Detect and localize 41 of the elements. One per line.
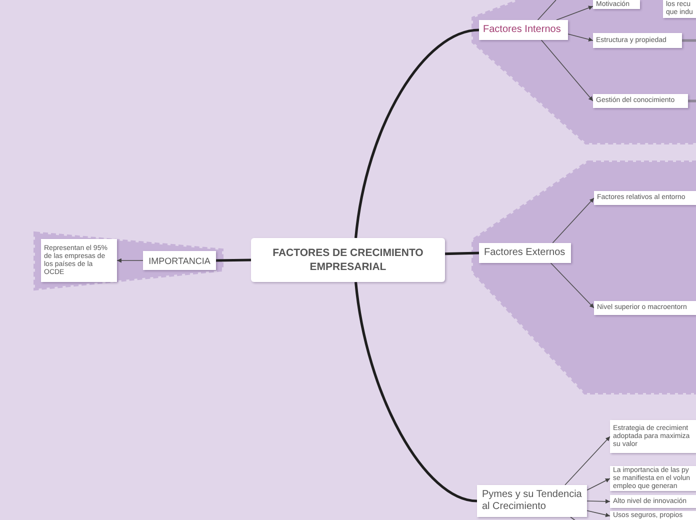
connector-line xyxy=(682,39,696,42)
topic-text: Factores Externos xyxy=(484,247,566,259)
subtopic-box xyxy=(663,0,696,18)
topic-box xyxy=(477,485,587,517)
boundary-band xyxy=(471,0,696,145)
subtopic-box xyxy=(593,33,682,48)
arrow xyxy=(116,258,144,263)
subtopic-box xyxy=(610,495,696,508)
connector-line xyxy=(570,516,576,520)
topic-text: Factores Internos xyxy=(483,24,562,36)
subtopic-box xyxy=(610,420,696,453)
subtopic-box xyxy=(610,511,696,520)
arrow xyxy=(550,262,594,308)
subtopic-box xyxy=(593,94,688,108)
arrow xyxy=(556,6,594,20)
topic-text: IMPORTANCIA xyxy=(148,254,210,266)
connector-line xyxy=(354,282,478,502)
arrow xyxy=(586,510,610,518)
topic-box xyxy=(143,251,216,270)
topic-text: FACTORES DE CRECIMIENTO EMPRESARIAL xyxy=(272,246,424,274)
arrow xyxy=(564,436,610,486)
central-topic-box xyxy=(251,238,445,282)
arrow xyxy=(540,40,594,102)
boundary-band xyxy=(33,231,224,291)
arrow xyxy=(552,198,594,244)
arrow xyxy=(586,499,610,504)
connector-line xyxy=(688,100,696,102)
connector-line xyxy=(216,258,252,262)
topic-text: Pymes y su Tendencia al Crecimiento xyxy=(482,489,582,513)
subtopic-box xyxy=(41,239,117,282)
connector-line xyxy=(537,0,556,20)
subtopic-box xyxy=(594,301,696,315)
boundary-band xyxy=(471,160,696,395)
connector-line xyxy=(354,28,480,238)
arrow xyxy=(586,478,610,491)
subtopic-box xyxy=(593,0,640,9)
topic-box xyxy=(479,243,571,263)
topic-box xyxy=(479,20,568,40)
arrow xyxy=(568,34,594,42)
subtopic-box xyxy=(594,191,696,205)
connector-line xyxy=(444,252,480,256)
